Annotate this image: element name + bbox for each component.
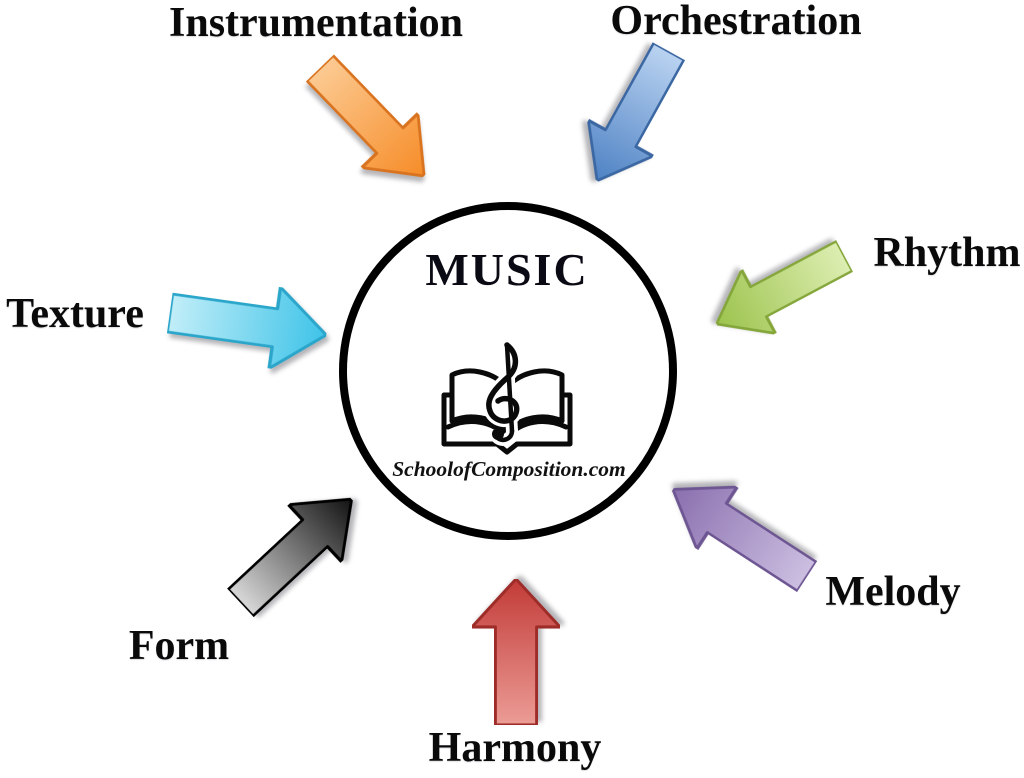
harmony-arrow-icon: [472, 579, 560, 725]
orchestration-arrow-icon: [587, 41, 686, 183]
label-rhythm: Rhythm: [873, 230, 1021, 276]
form-arrow-icon: [226, 497, 354, 618]
label-harmony: Harmony: [428, 725, 602, 771]
label-instrumentation: Instrumentation: [168, 0, 464, 46]
website-text: SchoolofComposition.com: [392, 457, 626, 481]
rhythm-arrow-icon: [715, 239, 854, 335]
label-form: Form: [128, 623, 230, 669]
label-melody: Melody: [825, 569, 961, 615]
label-orchestration: Orchestration: [610, 0, 862, 44]
instrumentation-arrow-icon: [305, 53, 426, 178]
book-treble-clef-icon: [441, 341, 573, 455]
label-texture: Texture: [6, 291, 144, 337]
melody-arrow-icon: [671, 485, 819, 593]
music-title: MUSIC: [425, 244, 589, 295]
music-center-circle: [339, 202, 677, 540]
texture-arrow-icon: [165, 285, 328, 370]
